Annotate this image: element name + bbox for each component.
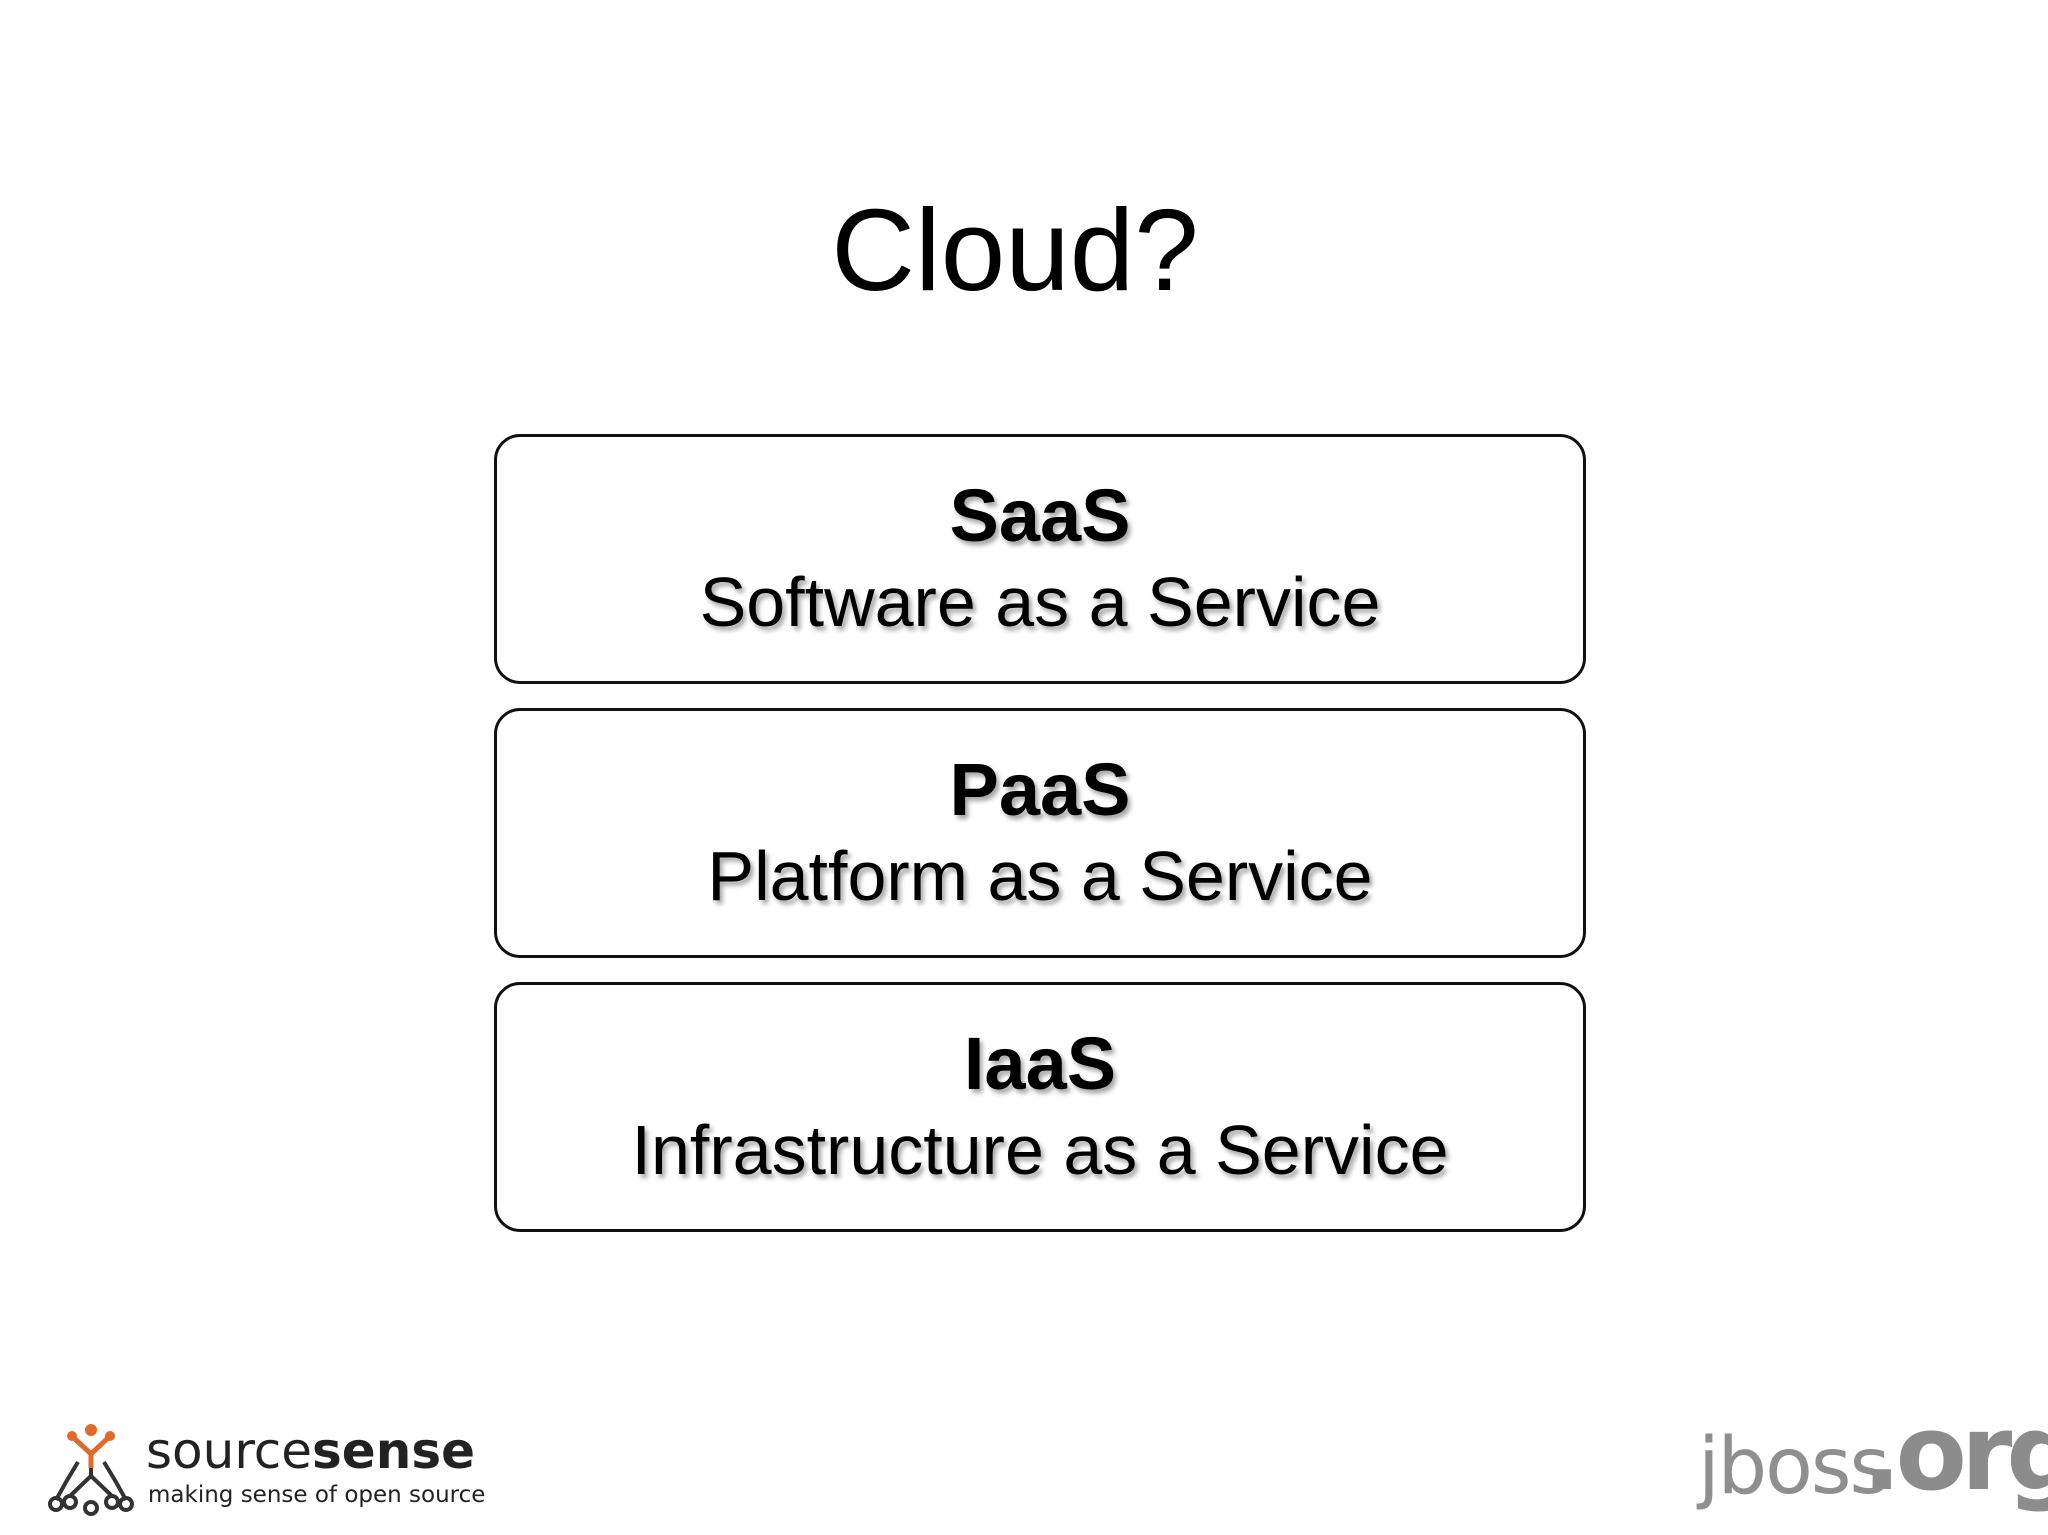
jboss-org-logo: jboss .org [1688, 1398, 2048, 1524]
jboss-wordmark: jboss [1698, 1422, 1890, 1512]
layer-abbr: SaaS [949, 474, 1131, 557]
sourcesense-tagline: making sense of open source [148, 1482, 486, 1508]
sourcesense-wordmark: sourcesense [146, 1424, 475, 1478]
cloud-layer-stack: SaaS Software as a Service PaaS Platform… [494, 434, 1586, 1256]
layer-abbr: IaaS [963, 1022, 1117, 1105]
slide-title: Cloud? [831, 185, 1199, 315]
layer-abbr: PaaS [949, 748, 1131, 831]
brand-part-source: source [146, 1422, 313, 1480]
layer-paas: PaaS Platform as a Service [494, 708, 1586, 958]
sourcesense-mark-icon [48, 1424, 134, 1516]
sourcesense-logo: sourcesense making sense of open source [48, 1420, 488, 1520]
layer-saas: SaaS Software as a Service [494, 434, 1586, 684]
layer-iaas: IaaS Infrastructure as a Service [494, 982, 1586, 1232]
layer-full-name: Platform as a Service [707, 837, 1373, 915]
layer-full-name: Software as a Service [699, 563, 1381, 641]
layer-full-name: Infrastructure as a Service [631, 1111, 1449, 1189]
org-wordmark: .org [1862, 1392, 2048, 1514]
brand-part-sense: sense [312, 1422, 475, 1480]
